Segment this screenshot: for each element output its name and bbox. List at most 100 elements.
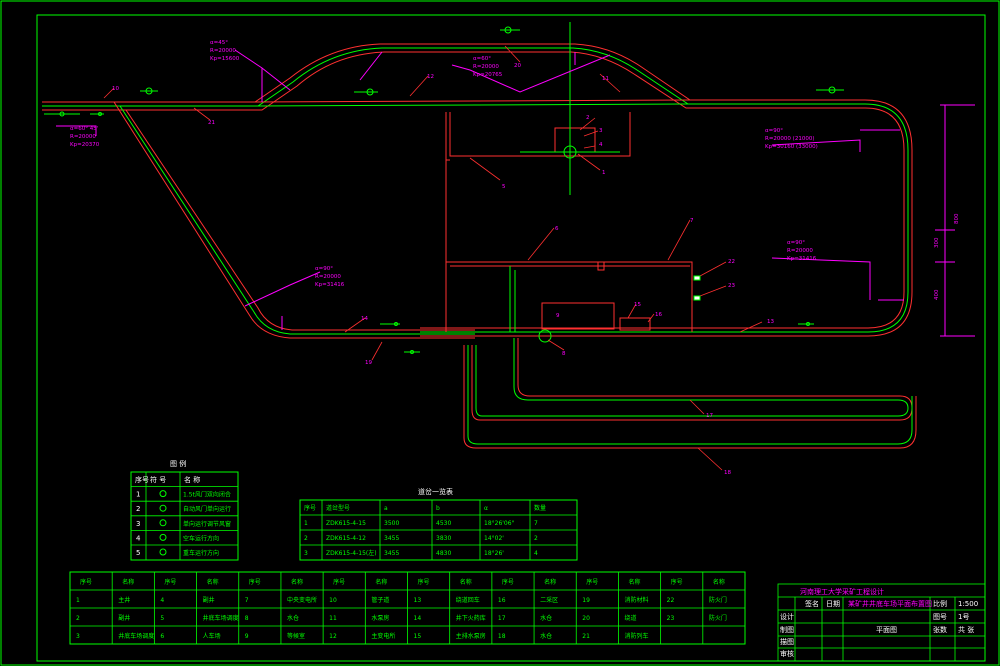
curve-length: Kp=20765	[473, 72, 503, 78]
location-label: 22	[728, 259, 735, 265]
location-label: 13	[767, 319, 774, 325]
name-cell: 1	[76, 597, 80, 604]
switch-header: 数量	[534, 504, 546, 512]
row-label-design: 设计	[780, 612, 794, 621]
name-cell: 消防列车	[624, 632, 648, 640]
switch-cell: 3	[304, 550, 308, 557]
inner-frame	[36, 14, 986, 662]
chamber-center	[445, 112, 693, 332]
track-network	[42, 43, 917, 449]
curve-alpha: α=90°	[765, 128, 783, 134]
right-loop	[420, 99, 913, 337]
name-cell: 绕道	[624, 614, 636, 622]
name-cell: 主排水泵房	[456, 632, 486, 640]
location-label: 5	[502, 184, 506, 190]
legend-header: 序号	[135, 475, 149, 484]
name-cell: 4	[160, 597, 164, 604]
name-cell: 13	[414, 597, 422, 604]
name-cell: 21	[582, 633, 590, 640]
title-block-text: 河南理工大学采矿工程设计 某矿井井底车场平面布置图 平面图 签名 日期 设计 制…	[780, 587, 978, 658]
curve-alpha: α=90°	[315, 266, 333, 272]
location-label: 9	[556, 313, 560, 319]
switch-cell: 1	[304, 520, 308, 527]
name-cell: 16	[498, 597, 506, 604]
project-title: 某矿井井底车场平面布置图	[848, 599, 932, 608]
location-label: 23	[728, 283, 735, 289]
name-header: 名称	[544, 578, 556, 586]
curve-alpha: α=90°	[787, 240, 805, 246]
name-cell: 二采区	[540, 596, 558, 604]
switch-cell: 7	[534, 520, 538, 527]
name-cell: 人车场	[203, 632, 221, 640]
name-cell: 14	[414, 615, 422, 622]
location-label: 6	[555, 226, 559, 232]
dimension-line	[935, 104, 975, 337]
name-cell: 中央变电所	[287, 596, 317, 604]
name-header: 名称	[460, 578, 472, 586]
legend-symbol-icon	[159, 519, 167, 527]
dimension-400: 400	[934, 289, 940, 300]
location-label: 4	[599, 142, 603, 148]
switch-cell: 14°02'	[484, 535, 504, 542]
legend-row-name: 单向运行调节风窗	[183, 520, 231, 528]
switch-cell: 3455	[384, 550, 399, 557]
name-header: 序号	[671, 578, 683, 586]
right-label-sheets: 张数	[933, 625, 947, 634]
curve-alpha: α=60° 45'	[70, 126, 98, 132]
name-cell: 12	[329, 633, 337, 640]
name-cell: 副井	[118, 614, 130, 622]
name-cell: 17	[498, 615, 506, 622]
curve-radius: R=20000	[473, 64, 499, 70]
name-cell: 水仓	[540, 632, 552, 640]
curve-radius: R=20000	[315, 274, 341, 280]
switch-cell: 2	[534, 535, 538, 542]
name-cell: 水泵房	[371, 614, 389, 622]
name-cell: 6	[160, 633, 164, 640]
dimension-800: 800	[954, 213, 960, 224]
curve-radius: R=20000	[210, 48, 236, 54]
location-label: 11	[602, 76, 609, 82]
location-label: 14	[361, 316, 368, 322]
university-title: 河南理工大学采矿工程设计	[800, 587, 884, 596]
location-label: 15	[634, 302, 641, 308]
auxiliary-shaft-icon	[538, 329, 552, 343]
switch-cell: ZDK615-4-12	[326, 535, 366, 542]
switch-cell: 4530	[436, 520, 451, 527]
curve-length: Kp=30160 (33000)	[765, 144, 818, 150]
name-cell: 7	[245, 597, 249, 604]
legend-symbol-icon	[159, 504, 167, 512]
location-label: 10	[112, 86, 119, 92]
switch-cell: 4	[534, 550, 538, 557]
name-header: 序号	[164, 578, 176, 586]
switch-header: 序号	[304, 504, 316, 512]
legend-header: 名 称	[184, 475, 200, 484]
legend-row-no: 1	[136, 491, 140, 499]
name-cell: 主井	[118, 596, 130, 604]
legend-header: 符 号	[150, 475, 166, 484]
location-label: 19	[365, 360, 372, 366]
drawing-name: 平面图	[876, 626, 897, 634]
col-label-date: 日期	[826, 600, 840, 608]
location-label: 16	[655, 312, 662, 318]
main-track-green	[42, 47, 865, 107]
location-label: 12	[427, 74, 434, 80]
name-header: 名称	[713, 578, 725, 586]
name-header: 名称	[375, 578, 387, 586]
switch-cell: 18°26'06"	[484, 520, 515, 527]
switch-cell: 18°26'	[484, 550, 504, 557]
legend-row-no: 3	[136, 520, 140, 528]
right-label-scale: 比例	[933, 599, 947, 608]
legend-row-name: 自动风门单向运行	[183, 505, 231, 513]
name-header: 序号	[333, 578, 345, 586]
switch-cell: 3455	[384, 535, 399, 542]
name-cell: 水仓	[287, 614, 299, 622]
switch-header: 道岔型号	[326, 504, 350, 512]
curve-length: Kp=15600	[210, 56, 240, 62]
name-cell: 绕道回车	[456, 596, 480, 604]
location-label: 8	[562, 351, 566, 357]
dimension-300: 300	[934, 237, 940, 248]
name-cell: 副井	[203, 596, 215, 604]
name-cell: 消防材料	[624, 596, 648, 604]
name-cell: 11	[329, 615, 337, 622]
